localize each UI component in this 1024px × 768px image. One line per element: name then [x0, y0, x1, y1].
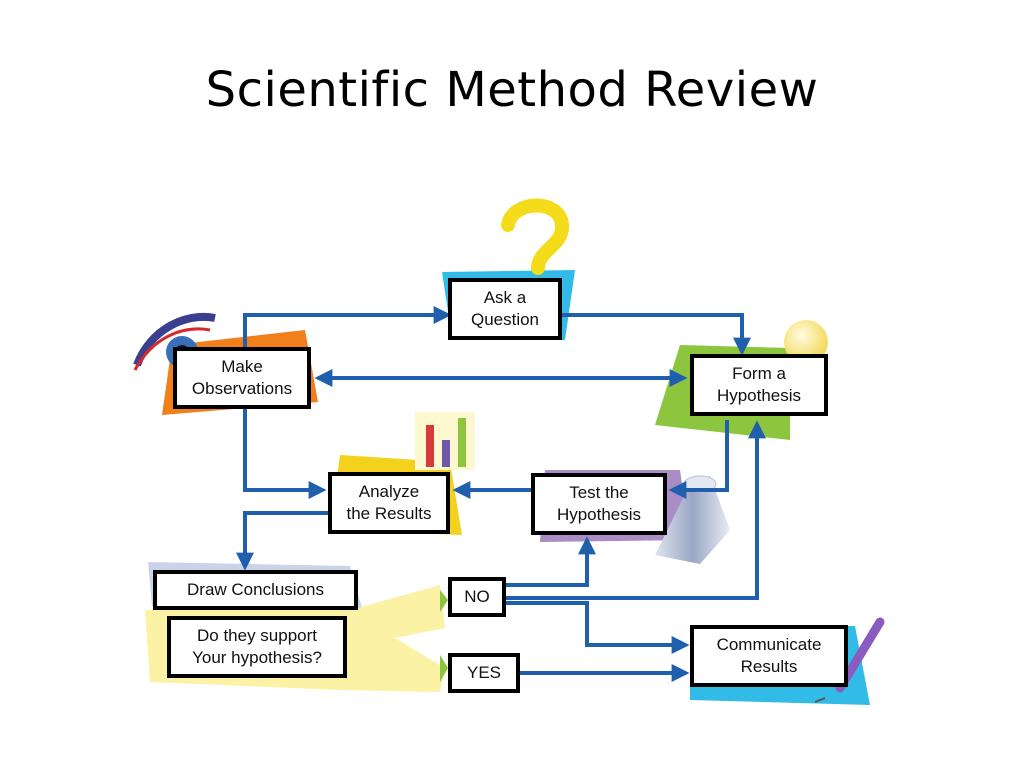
arrow-observations-to-analyze: [245, 408, 323, 490]
arrow-analyze-to-conclusions: [245, 513, 330, 567]
communicate-results-box: Communicate Results: [690, 625, 848, 687]
analyze-results-box: Analyze the Results: [328, 472, 450, 534]
arrow-no-branch: [440, 590, 448, 612]
test-hypothesis-box: Test the Hypothesis: [531, 473, 667, 535]
question-mark-icon: [508, 205, 562, 268]
form-hypothesis-box: Form a Hypothesis: [690, 354, 828, 416]
no-box: NO: [448, 577, 506, 617]
arrow-yes-branch: [440, 655, 448, 682]
yes-box: YES: [448, 653, 520, 693]
arrow-no-to-test: [505, 540, 587, 585]
bar-chart-icon: [415, 412, 475, 470]
support-question-box: Do they support Your hypothesis?: [167, 616, 347, 678]
make-observations-box: Make Observations: [173, 347, 311, 409]
ask-question-box: Ask a Question: [448, 278, 562, 340]
arrow-no-to-communicate: [505, 603, 686, 645]
draw-conclusions-box: Draw Conclusions: [153, 570, 358, 610]
